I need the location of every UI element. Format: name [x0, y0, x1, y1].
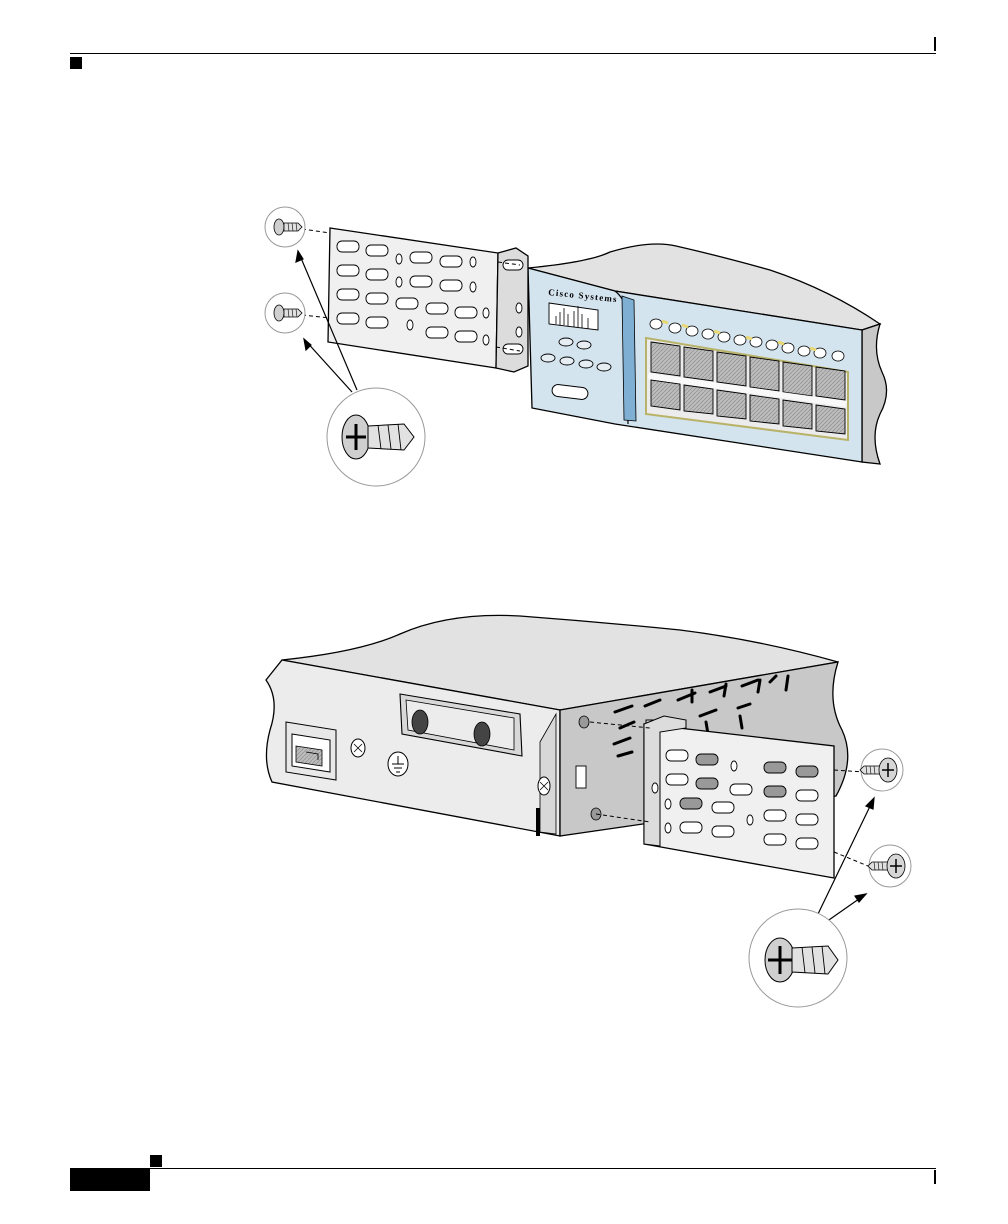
footer-page-tab	[70, 1169, 150, 1191]
rear-screw-callout-upper	[860, 749, 903, 791]
ground-symbol	[388, 752, 408, 776]
rear-screw-detail-large	[749, 909, 847, 1007]
figure-front-bracket: Cisco Systems	[0, 0, 1008, 520]
console-port	[286, 722, 336, 780]
footer-rule	[70, 1168, 936, 1169]
figure-rear-bracket	[0, 590, 1008, 1020]
footer-marker	[150, 1155, 162, 1167]
screw-detail-large	[327, 388, 425, 486]
footer-tick	[934, 1170, 936, 1184]
front-panel-blue-strip	[622, 296, 636, 421]
switch-chassis-side	[862, 324, 887, 464]
rear-screw-callout-lower	[868, 845, 911, 887]
screw-callout-lower	[265, 293, 305, 333]
mounting-bracket-front	[328, 228, 528, 372]
screw-callout-upper	[265, 207, 305, 247]
